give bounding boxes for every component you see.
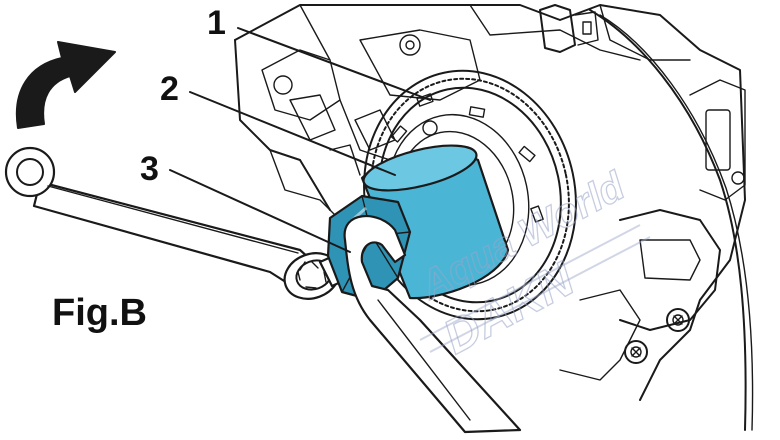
bolt-icon [666, 308, 690, 332]
leader-lines [169, 27, 431, 253]
open-end-wrench [343, 215, 522, 434]
engine-block [234, 4, 754, 431]
rotation-arrow-icon [15, 41, 116, 129]
figure-label: Fig.B [52, 292, 147, 334]
connector-plug [539, 4, 576, 53]
callout-1: 1 [207, 4, 226, 42]
callout-3: 3 [140, 150, 159, 188]
ring-wrench [4, 146, 341, 300]
bolt-icon [624, 340, 648, 364]
callout-2: 2 [160, 70, 179, 108]
